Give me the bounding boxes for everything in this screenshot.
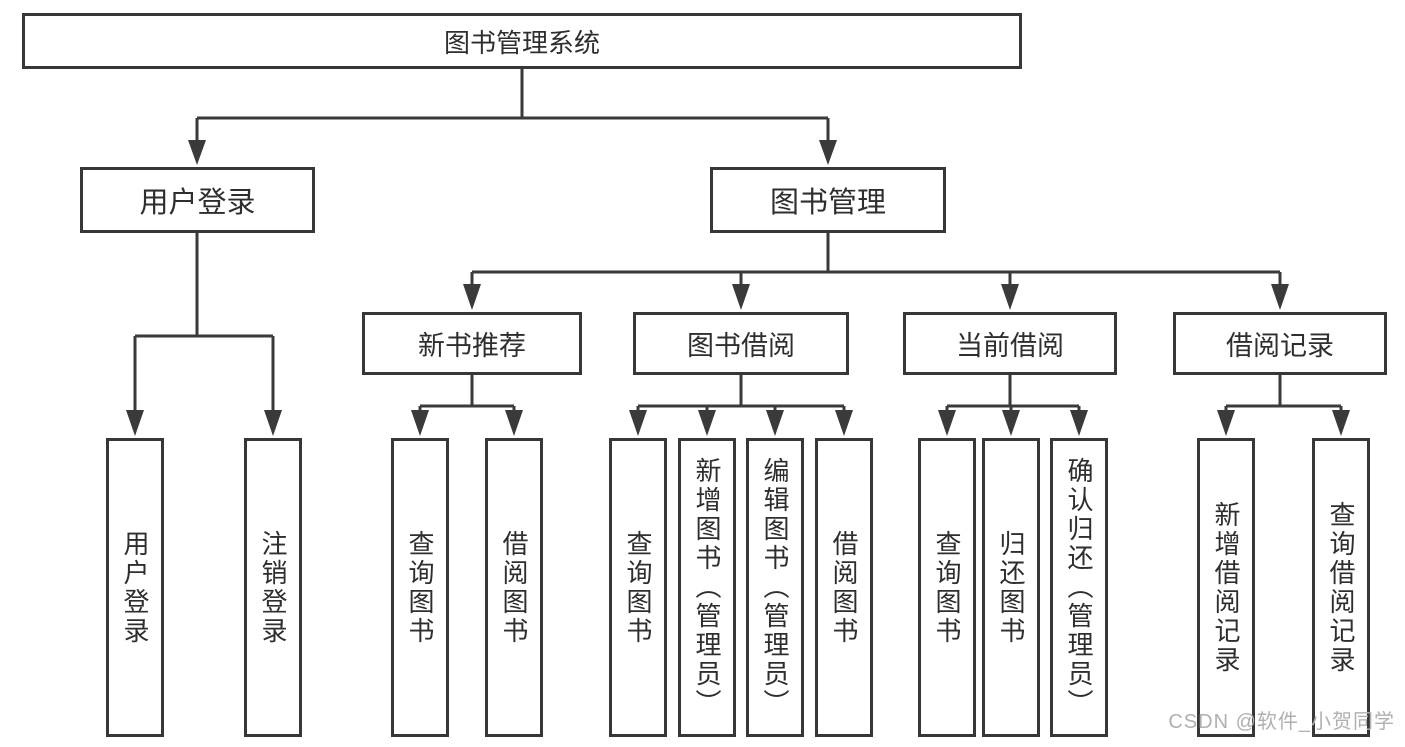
node-new-book-recommend: 新书推荐 [362,312,582,375]
csdn-watermark: CSDN @软件_小贺同学 [1168,711,1395,733]
leaf-bb-add-books-admin: 新增图书（管理员） [678,438,736,737]
leaf-logout: 注销登录 [244,438,302,737]
leaf-br-add-record-label: 新增借阅记录 [1211,500,1242,675]
node-user-login: 用户登录 [80,167,315,233]
leaf-br-query-record-label: 查询借阅记录 [1326,500,1357,675]
node-book-borrowing: 图书借阅 [633,312,849,375]
leaf-bb-query-books: 查询图书 [609,438,667,737]
leaf-bb-borrow-books-label: 借阅图书 [829,529,860,646]
arrowheads [126,140,1350,436]
node-book-management: 图书管理 [710,167,946,233]
leaf-cb-query-books: 查询图书 [918,438,976,737]
leaf-cb-return-books: 归还图书 [982,438,1040,737]
leaf-nb-borrow-books-label: 借阅图书 [499,529,530,646]
leaf-cb-confirm-return-admin-label: 确认归还（管理员） [1064,457,1095,718]
node-borrowing-records: 借阅记录 [1173,312,1387,375]
leaf-br-add-record: 新增借阅记录 [1197,438,1255,737]
leaf-logout-label: 注销登录 [258,529,289,646]
leaf-cb-confirm-return-admin: 确认归还（管理员） [1050,438,1108,737]
leaf-nb-query-books: 查询图书 [391,438,449,737]
leaf-nb-query-books-label: 查询图书 [405,529,436,646]
leaf-bb-edit-books-admin: 编辑图书（管理员） [746,438,804,737]
leaf-br-query-record: 查询借阅记录 [1312,438,1370,737]
leaf-bb-query-books-label: 查询图书 [623,529,654,646]
leaf-bb-edit-books-admin-label: 编辑图书（管理员） [760,457,791,718]
leaf-bb-borrow-books: 借阅图书 [815,438,873,737]
leaf-nb-borrow-books: 借阅图书 [485,438,543,737]
node-library-system: 图书管理系统 [22,13,1022,69]
leaf-cb-query-books-label: 查询图书 [932,529,963,646]
leaf-user-login: 用户登录 [106,438,164,737]
leaf-cb-return-books-label: 归还图书 [996,529,1027,646]
node-current-borrowing: 当前借阅 [903,312,1117,375]
leaf-user-login-label: 用户登录 [120,529,151,646]
leaf-bb-add-books-admin-label: 新增图书（管理员） [692,457,723,718]
